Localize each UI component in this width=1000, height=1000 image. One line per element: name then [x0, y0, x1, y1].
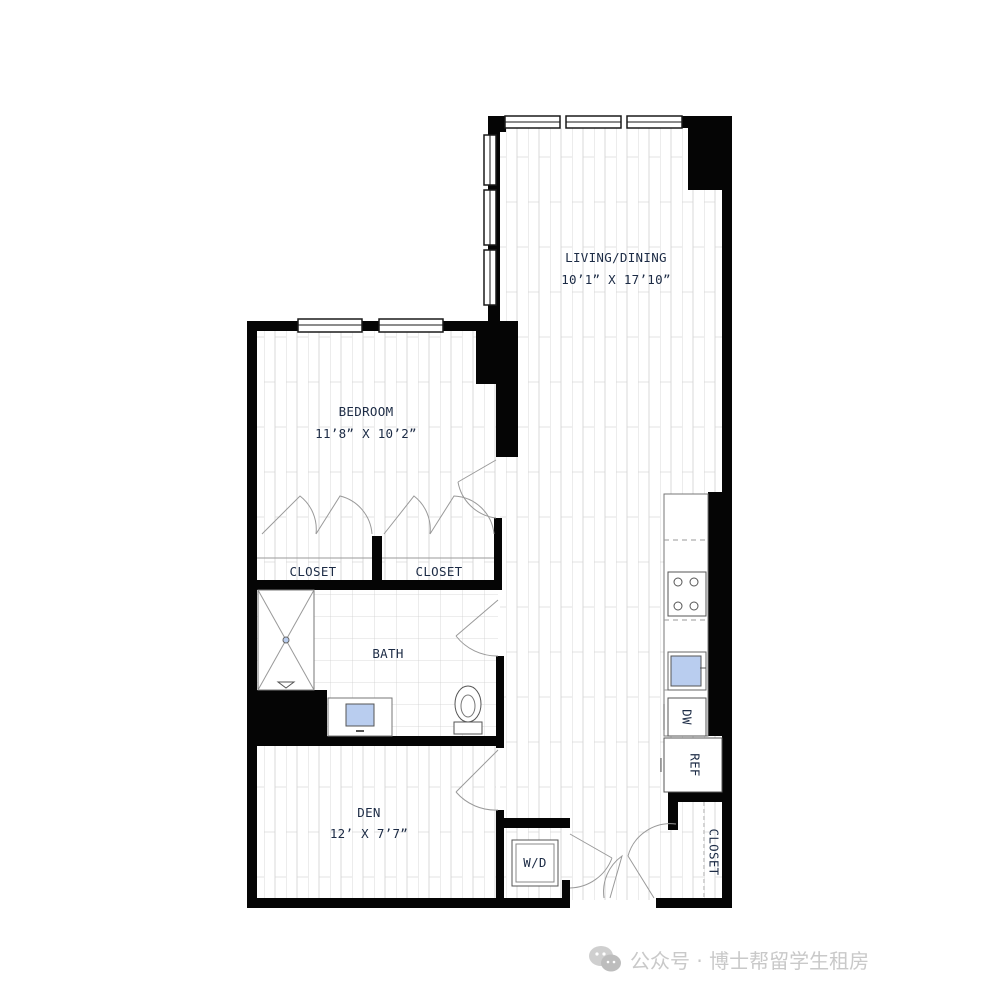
- bath-label: BATH: [372, 646, 403, 661]
- refrigerator: REF: [660, 737, 723, 793]
- washer-dryer: W/D: [511, 839, 559, 887]
- cooktop: [667, 571, 707, 617]
- living-name: LIVING/DINING: [565, 250, 667, 265]
- vanity: [327, 697, 393, 737]
- windows: [297, 115, 683, 333]
- toilet: [453, 685, 483, 735]
- den-dims: 12’ X 7’7”: [330, 826, 408, 841]
- washer-dryer-label: W/D: [523, 855, 546, 870]
- bedroom-name: BEDROOM: [339, 404, 394, 419]
- floor-den: [256, 742, 496, 900]
- kitchen-sink: [667, 651, 707, 691]
- room-bedroom-label: BEDROOM 11’8” X 10’2”: [315, 404, 417, 441]
- bedroom-dims: 11’8” X 10’2”: [315, 426, 417, 441]
- watermark: 公众号 · 博士帮留学生租房: [588, 942, 978, 976]
- entry-closet: CLOSET: [703, 802, 722, 898]
- closet-right-label: CLOSET: [416, 564, 463, 579]
- watermark-text: 公众号 · 博士帮留学生租房: [630, 948, 870, 973]
- room-den-label: DEN 12’ X 7’7”: [330, 805, 408, 841]
- closet-left-label: CLOSET: [290, 564, 337, 579]
- refrigerator-label: REF: [688, 753, 703, 776]
- den-name: DEN: [357, 805, 380, 820]
- shower: [257, 589, 315, 691]
- wechat-icon: [589, 946, 621, 972]
- dishwasher-label: DW: [680, 709, 695, 725]
- dishwasher: DW: [663, 697, 707, 737]
- entry-closet-label: CLOSET: [707, 829, 722, 876]
- room-living-label: LIVING/DINING 10’1” X 17’10”: [561, 250, 671, 287]
- living-dims: 10’1” X 17’10”: [561, 272, 671, 287]
- doors: [257, 459, 677, 899]
